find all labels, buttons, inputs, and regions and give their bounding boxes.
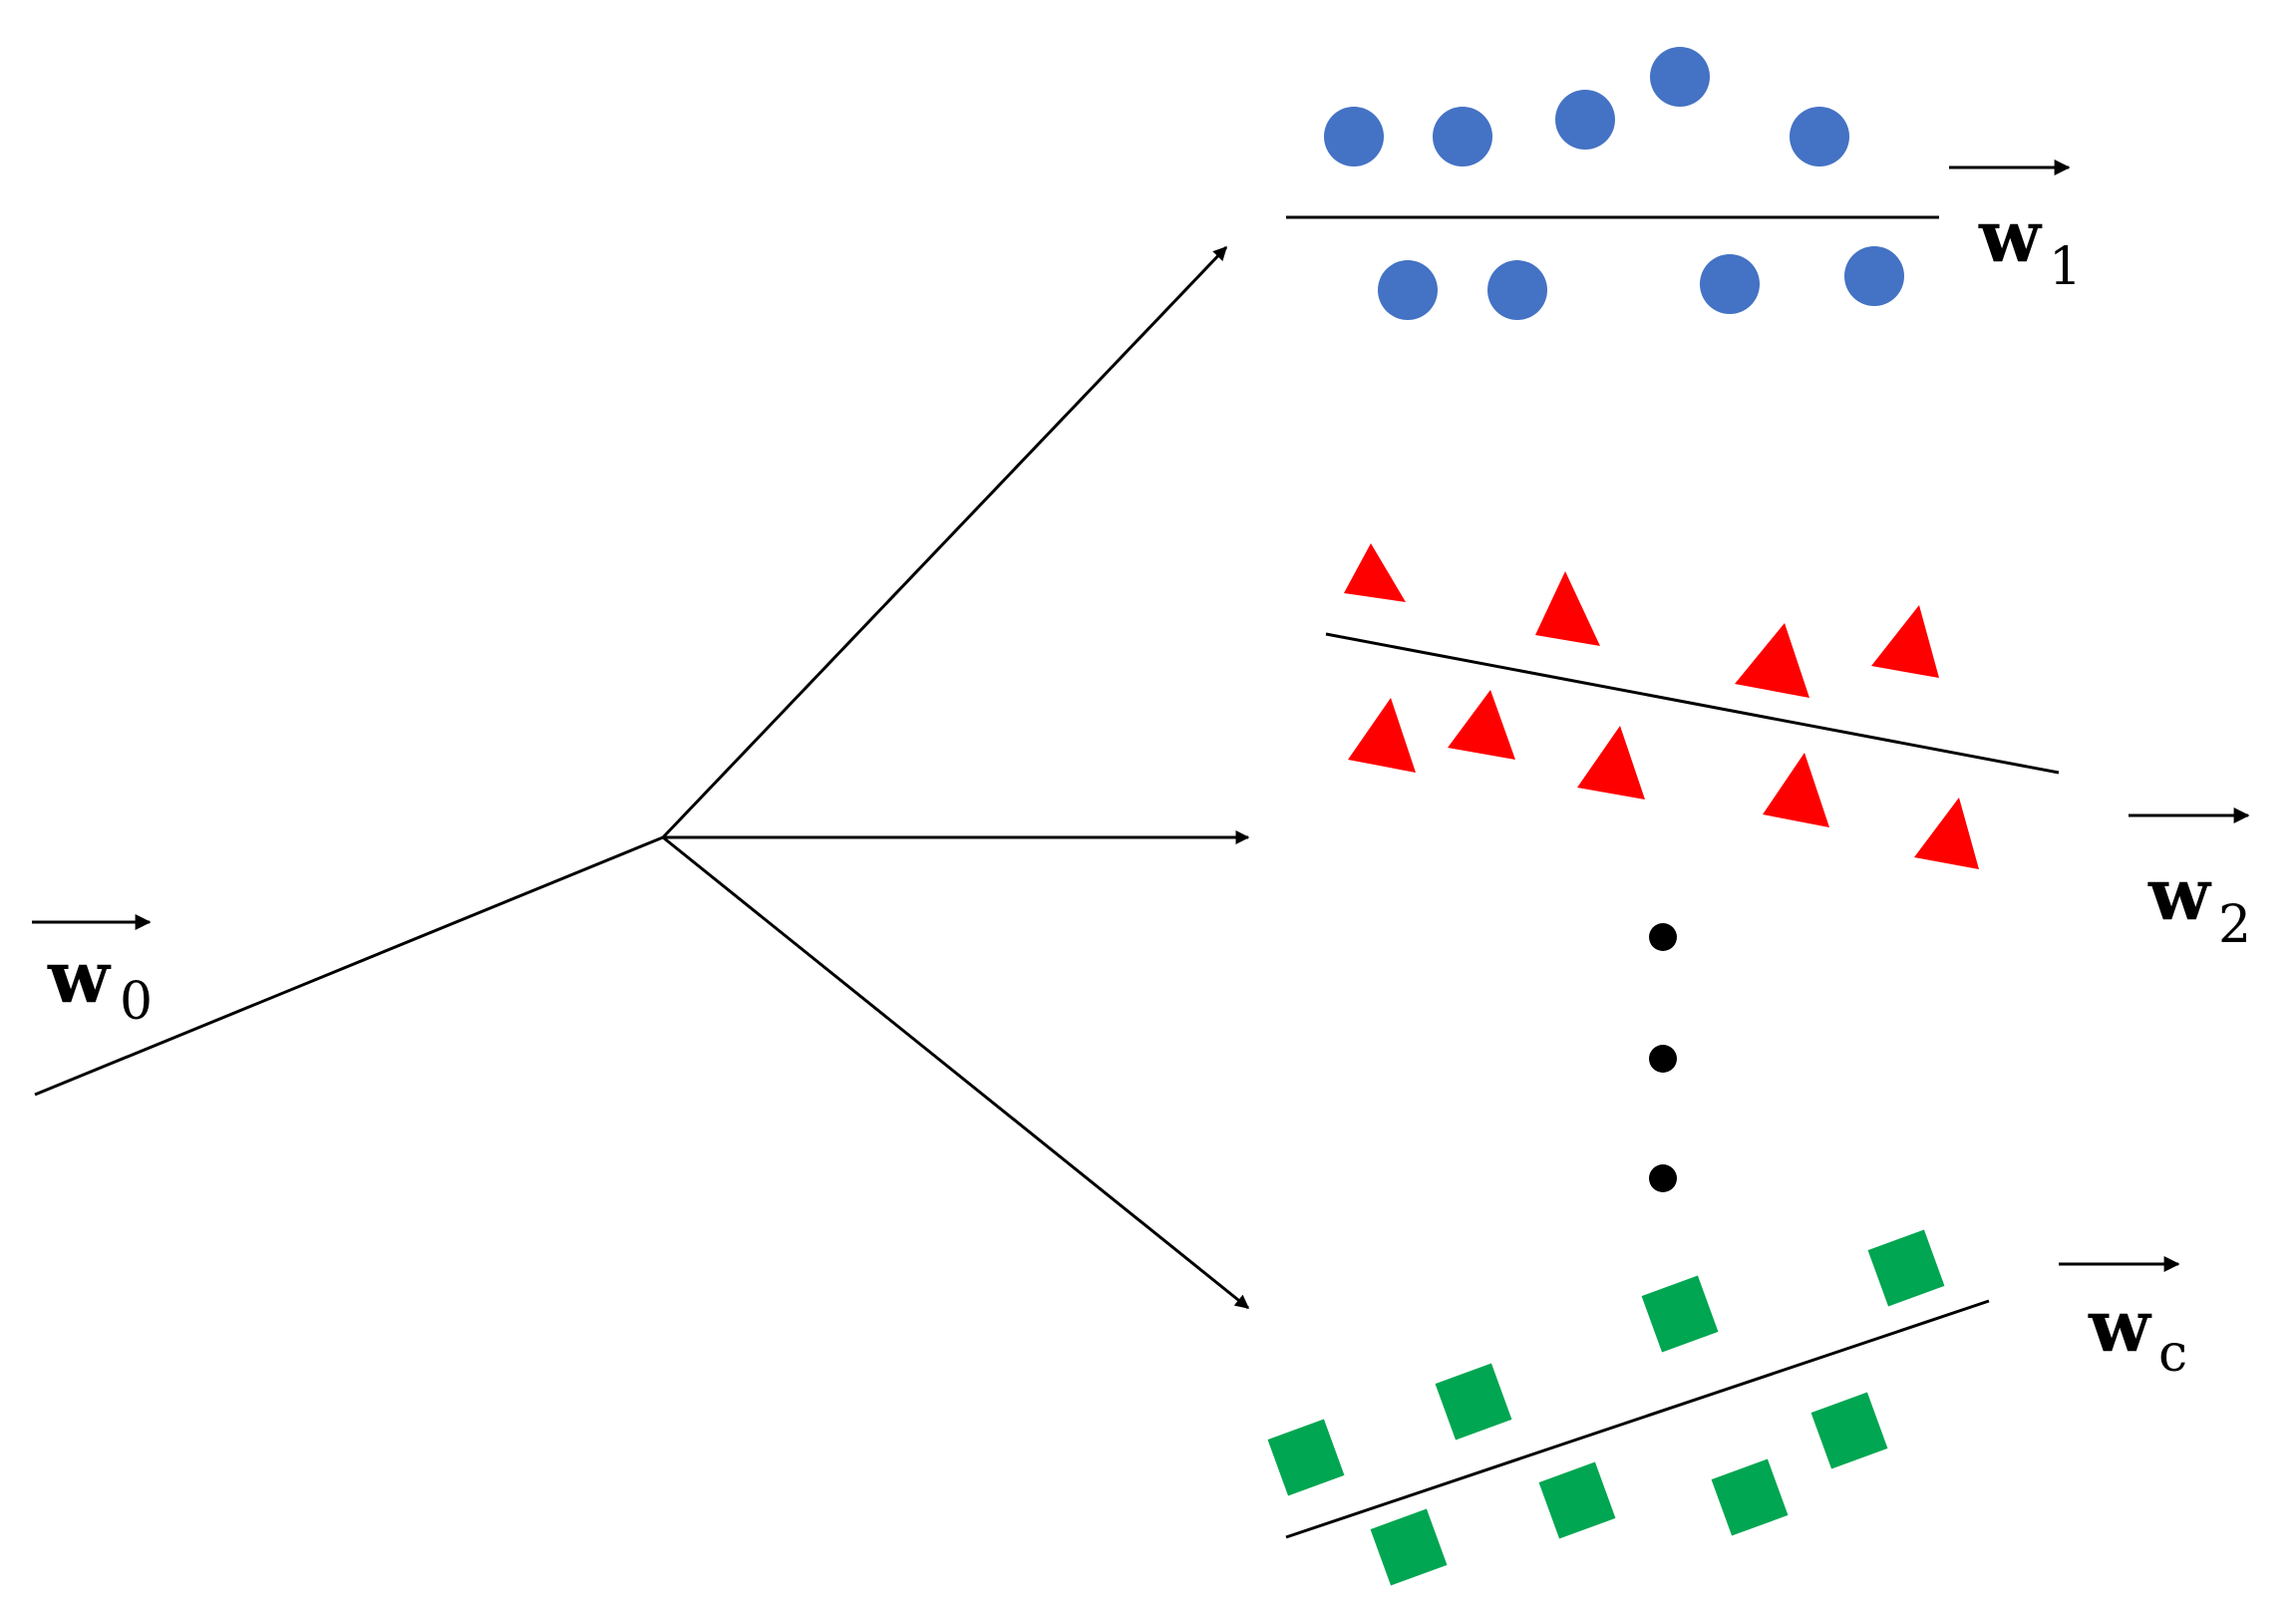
branch-arrow-wc bbox=[662, 835, 1250, 1310]
label-subscript: 0 bbox=[120, 972, 153, 1032]
vector-label-w0: w 0 bbox=[32, 914, 153, 1032]
circle-markers bbox=[1324, 47, 1904, 320]
triangle-icon bbox=[1348, 698, 1416, 773]
vector-label-w2: w 2 bbox=[2129, 807, 2251, 955]
triangle-icon bbox=[1577, 726, 1645, 800]
vector-label-wc: w c bbox=[2059, 1256, 2187, 1384]
triangle-icon bbox=[1344, 543, 1406, 602]
square-icon bbox=[1370, 1508, 1448, 1586]
square-icon bbox=[1538, 1461, 1616, 1539]
triangle-icon bbox=[1535, 571, 1600, 646]
trunk-line bbox=[34, 835, 664, 1097]
label-main: w bbox=[1978, 193, 2043, 278]
square-icon bbox=[1867, 1229, 1945, 1307]
triangle-icon bbox=[1763, 753, 1829, 827]
triangle-icon bbox=[1871, 605, 1939, 678]
circle-icon bbox=[1324, 107, 1384, 166]
square-icon bbox=[1435, 1363, 1512, 1441]
square-icon bbox=[1810, 1392, 1888, 1469]
circle-icon bbox=[1700, 254, 1760, 314]
boundary-line-wc bbox=[1285, 1299, 1990, 1539]
triangle-markers bbox=[1344, 543, 1979, 869]
square-icon bbox=[1267, 1419, 1345, 1496]
circle-icon bbox=[1378, 260, 1438, 320]
circle-icon bbox=[1650, 47, 1710, 107]
square-markers bbox=[1267, 1229, 1945, 1586]
boundary-line-w2 bbox=[1325, 632, 2060, 775]
branch-arrow-w1 bbox=[661, 245, 1228, 839]
class-group-c: w c bbox=[1267, 1229, 2187, 1586]
square-icon bbox=[1641, 1275, 1719, 1353]
class-group-2: w 2 bbox=[1325, 543, 2251, 955]
square-icon bbox=[1711, 1458, 1789, 1536]
triangle-icon bbox=[1735, 623, 1809, 698]
circle-icon bbox=[1433, 107, 1492, 166]
label-subscript: 1 bbox=[2049, 237, 2082, 297]
circle-icon bbox=[1487, 260, 1547, 320]
vector-label-w1: w 1 bbox=[1949, 160, 2082, 297]
label-main: w bbox=[2147, 851, 2212, 936]
label-main: w bbox=[47, 934, 112, 1019]
triangle-icon bbox=[1914, 798, 1979, 869]
vertical-dots-icon bbox=[1649, 923, 1677, 1192]
circle-icon bbox=[1844, 246, 1904, 306]
label-subscript: 2 bbox=[2218, 895, 2251, 955]
circle-icon bbox=[1790, 107, 1849, 166]
class-group-1: w 1 bbox=[1286, 47, 2082, 320]
circle-icon bbox=[1555, 90, 1615, 150]
triangle-icon bbox=[1448, 690, 1515, 760]
label-subscript: c bbox=[2158, 1324, 2187, 1384]
label-main: w bbox=[2088, 1283, 2152, 1368]
